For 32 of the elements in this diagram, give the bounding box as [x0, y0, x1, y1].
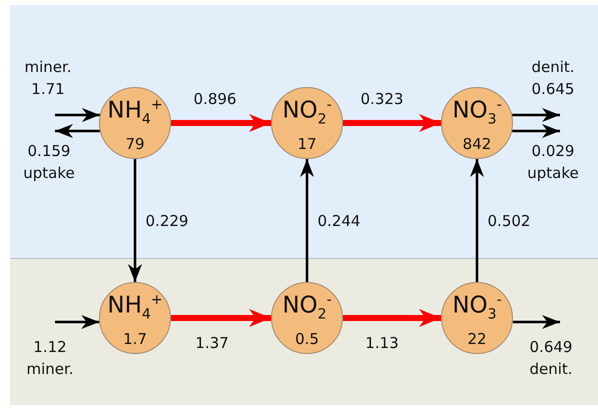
pool-size: 22 [467, 329, 487, 350]
flux-arrow [55, 315, 100, 329]
flux-label: denit. 0.645 [530, 57, 576, 100]
flux-label: 0.244 [316, 211, 362, 232]
flux-arrow-thick [171, 309, 271, 327]
flux-arrow-thick [343, 309, 441, 327]
pool-size: 79 [125, 134, 145, 154]
flux-arrow-thick [171, 114, 271, 132]
flux-arrow [512, 315, 560, 329]
flux-label: 1.13 [364, 333, 400, 354]
flux-arrow-thick [343, 114, 441, 132]
flux-label: 0.502 [486, 211, 532, 232]
flux-arrow [512, 108, 560, 122]
flux-arrow [128, 159, 142, 282]
flux-arrow [512, 124, 560, 138]
pool-size: 0.5 [295, 329, 319, 350]
flux-arrow [55, 124, 100, 138]
flux-label: 0.649 denit. [528, 337, 574, 380]
flux-label: 0.323 [360, 89, 404, 110]
flux-label: 0.159 uptake [22, 141, 76, 184]
flux-label: 0.896 [192, 89, 238, 110]
flux-label: 0.229 [144, 211, 190, 232]
pool-size: 842 [462, 134, 492, 154]
flux-arrow [470, 159, 484, 282]
flux-label: 0.029 uptake [526, 141, 580, 184]
pool-size: 1.7 [123, 329, 147, 350]
flux-label: miner. 1.71 [23, 57, 73, 100]
flux-label: 1.12 miner. [25, 337, 75, 380]
flux-arrow [55, 108, 100, 122]
flux-label: 1.37 [194, 333, 230, 354]
flux-arrow [300, 159, 314, 282]
pool-size: 17 [297, 134, 317, 154]
